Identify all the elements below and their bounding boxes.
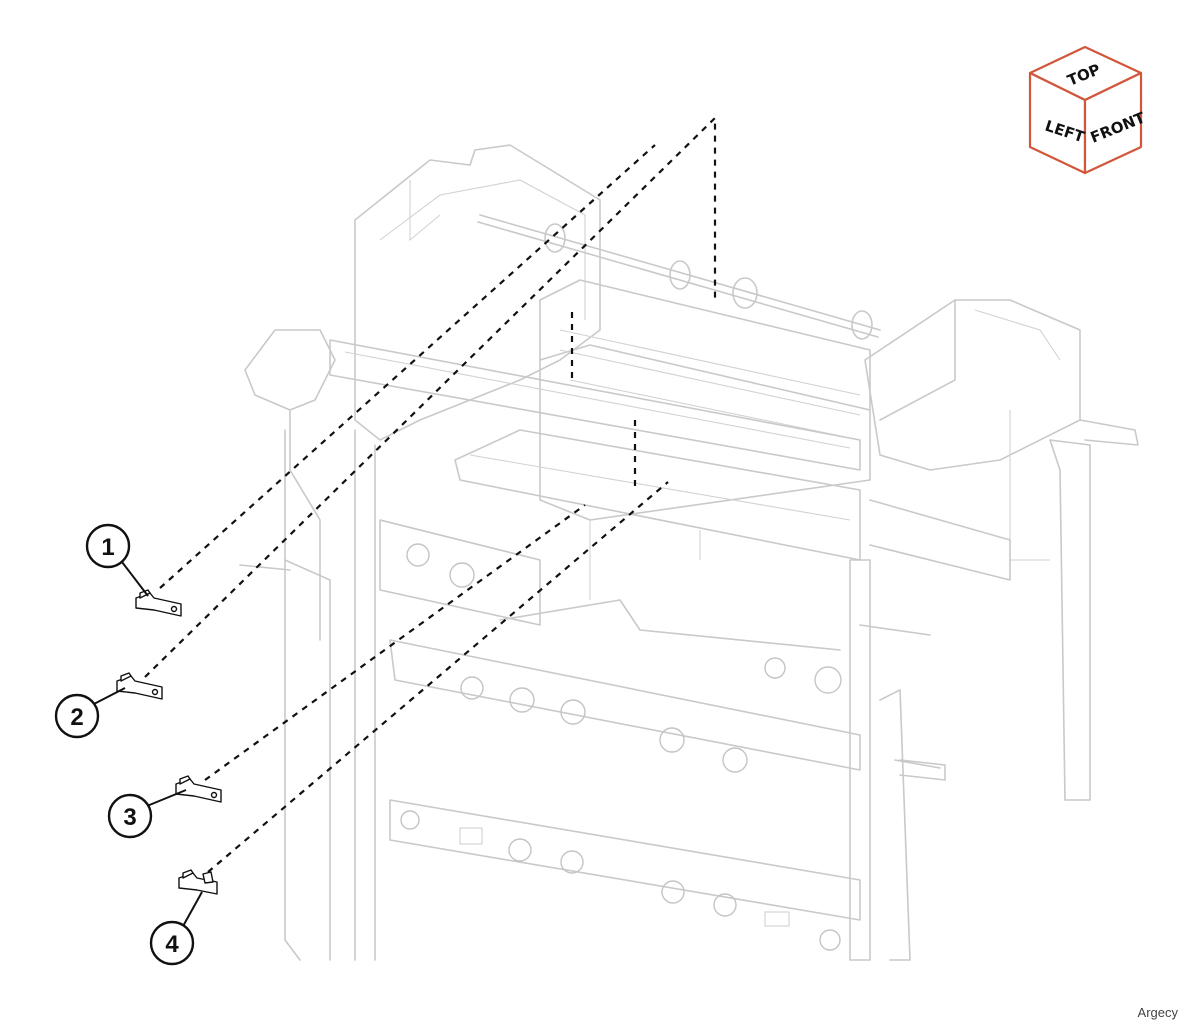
sensor-part-3 [175,775,222,803]
callout-3: 3 [107,789,187,839]
leader-line-2 [144,115,717,678]
leader-line-1 [159,144,656,589]
callout-label-4: 4 [165,931,179,958]
machine-frame [239,144,1139,961]
callout-2: 2 [54,687,126,739]
callout-4: 4 [149,891,203,966]
orientation-cube: TOP LEFT FRONT [1028,45,1148,175]
cube-front-face [1083,71,1143,175]
watermark-text: Argecy [1137,1005,1178,1020]
callout-label-2: 2 [70,704,83,731]
leader-lines [144,115,717,873]
callout-1: 1 [85,523,149,597]
callout-label-3: 3 [123,804,136,831]
leader-line-3 [204,504,586,781]
sensor-part-4 [178,869,218,895]
sensor-part-2 [116,672,163,700]
callout-label-1: 1 [101,534,114,561]
leader-line-4 [207,481,669,873]
sensor-part-1 [135,589,182,617]
